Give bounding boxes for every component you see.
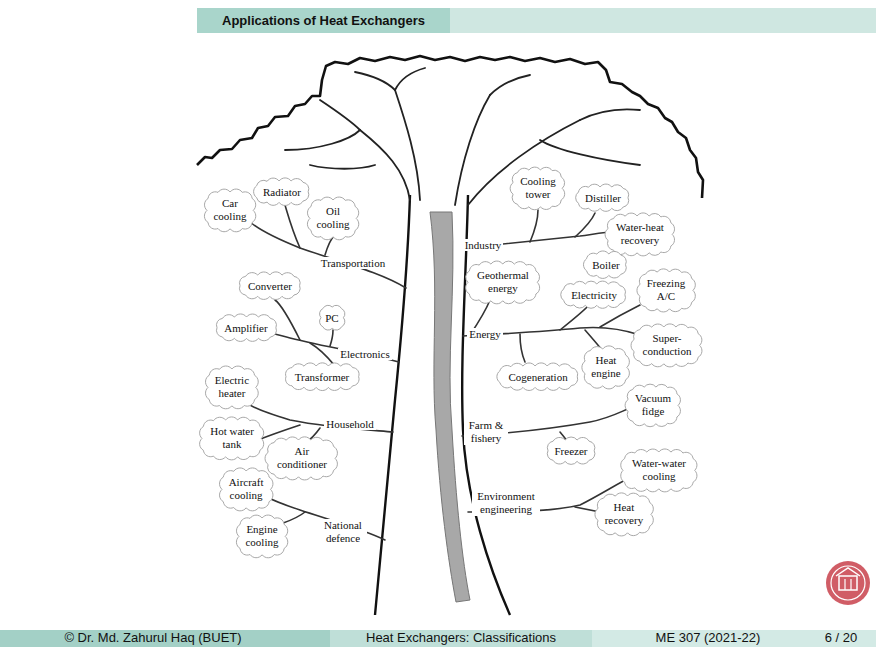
cloud-shape <box>547 437 595 464</box>
footer-text: Heat Exchangers: Classifications <box>366 630 556 646</box>
cloud-shape <box>319 306 344 331</box>
cloud-text: Electricity <box>571 289 617 302</box>
slide-title: Applications of Heat Exchangers <box>197 8 450 33</box>
cloud-node: Geothermal energy <box>464 260 541 305</box>
cloud-shape <box>466 261 540 304</box>
cloud-node: Boiler <box>582 250 630 279</box>
cloud-text: Converter <box>248 280 292 293</box>
cloud-node: Cogeneration <box>495 362 581 391</box>
cloud-node: Water-water cooling <box>619 448 699 493</box>
cloud-shape <box>200 417 264 460</box>
cloud-text: Transformer <box>295 371 350 384</box>
cloud-node: Hot water tank <box>198 416 265 461</box>
branch-label: Industry <box>463 239 504 252</box>
cloud-shape <box>605 213 674 256</box>
cloud-shape <box>631 324 702 367</box>
cloud-text: Air conditioner <box>274 445 330 470</box>
footer-text: ME 307 (2021-22) <box>656 630 761 646</box>
cloud-node: Oil cooling <box>306 196 360 241</box>
cloud-shape <box>219 468 272 511</box>
cloud-node: Amplifier <box>213 313 280 342</box>
cloud-text: Boiler <box>592 259 620 272</box>
tree-trunk <box>375 195 510 615</box>
branch-label: Household <box>324 418 376 431</box>
cloud-node: Heat recovery <box>594 492 655 537</box>
cloud-text: Amplifier <box>224 322 267 335</box>
cloud-text: Geothermal energy <box>474 269 532 294</box>
cloud-shape <box>204 189 255 232</box>
footer-text: 6 / 20 <box>825 630 858 646</box>
branch-label: National defence <box>319 519 367 544</box>
university-logo <box>826 561 870 605</box>
cloud-shape <box>594 493 652 536</box>
cloud-node: Heat engine <box>581 345 631 390</box>
branch-label: Environment engineering <box>472 490 540 515</box>
cloud-node: Aircraft cooling <box>218 467 275 512</box>
cloud-shape <box>561 281 626 308</box>
cloud-shape <box>625 384 680 427</box>
cloud-node: Converter <box>236 271 304 300</box>
cloud-shape <box>253 178 308 206</box>
cloud-node: Engine cooling <box>235 514 289 559</box>
cloud-shape <box>584 251 627 278</box>
upper-branches <box>285 68 640 205</box>
cloud-node: Super- conduction <box>630 323 704 368</box>
cloud-node: Cooling tower <box>509 166 566 211</box>
side-branches <box>250 205 640 540</box>
title-bar-rest <box>450 8 876 33</box>
cloud-shape <box>240 272 301 300</box>
branch-label: Farm & fishery <box>464 419 508 444</box>
cloud-text: Car cooling <box>210 197 250 222</box>
cloud-node: Electricity <box>559 280 629 309</box>
branch-label: Transportation <box>319 257 387 270</box>
cloud-shape <box>307 197 358 240</box>
footer-text: © Dr. Md. Zahurul Haq (BUET) <box>64 630 241 646</box>
cloud-text: Distiller <box>585 192 621 205</box>
cloud-node: PC <box>317 303 347 332</box>
branch-label: Electronics <box>338 348 391 361</box>
cloud-node: Distiller <box>574 183 632 212</box>
cloud-text: PC <box>325 312 338 325</box>
cloud-shape <box>265 436 337 479</box>
cloud-shape <box>576 184 629 211</box>
cloud-shape <box>285 363 358 391</box>
cloud-shape <box>621 449 697 492</box>
cloud-node: Electric heater <box>204 365 260 410</box>
cloud-text: Hot water tank <box>206 425 258 450</box>
cloud-text: Water-heat recovery <box>609 221 671 246</box>
cloud-node: Radiator <box>252 177 312 206</box>
cloud-text: Freezing A/C <box>644 277 688 302</box>
branch-label: Energy <box>467 328 503 341</box>
cloud-text: Water-water cooling <box>628 457 690 482</box>
cloud-node: Freezer <box>544 436 598 465</box>
cloud-node: Air conditioner <box>264 436 339 481</box>
cloud-shape <box>582 345 629 388</box>
cloud-text: Freezer <box>554 445 587 458</box>
cloud-shape <box>497 363 578 391</box>
cloud-text: Vacuum fidge <box>632 392 674 417</box>
cloud-text: Engine cooling <box>242 523 282 548</box>
cloud-shape <box>236 515 287 558</box>
cloud-text: Cogeneration <box>508 371 567 384</box>
cloud-node: Freezing A/C <box>636 268 697 313</box>
cloud-text: Heat engine <box>589 354 623 379</box>
tree-canopy <box>197 56 703 198</box>
cloud-text: Radiator <box>263 186 301 199</box>
cloud-text: Heat recovery <box>601 501 647 526</box>
cloud-node: Transformer <box>282 362 363 391</box>
cloud-text: Electric heater <box>211 374 253 399</box>
cloud-shape <box>216 314 276 341</box>
cloud-shape <box>206 366 259 409</box>
cloud-text: Oil cooling <box>313 205 353 230</box>
cloud-shape <box>636 269 694 312</box>
cloud-shape <box>511 167 566 210</box>
cloud-node: Water-heat recovery <box>604 212 676 257</box>
cloud-node: Vacuum fidge <box>624 383 682 428</box>
cloud-text: Super- conduction <box>639 332 694 357</box>
cloud-text: Aircraft cooling <box>224 476 268 501</box>
cloud-node: Car cooling <box>203 188 257 233</box>
cloud-text: Cooling tower <box>517 175 559 200</box>
